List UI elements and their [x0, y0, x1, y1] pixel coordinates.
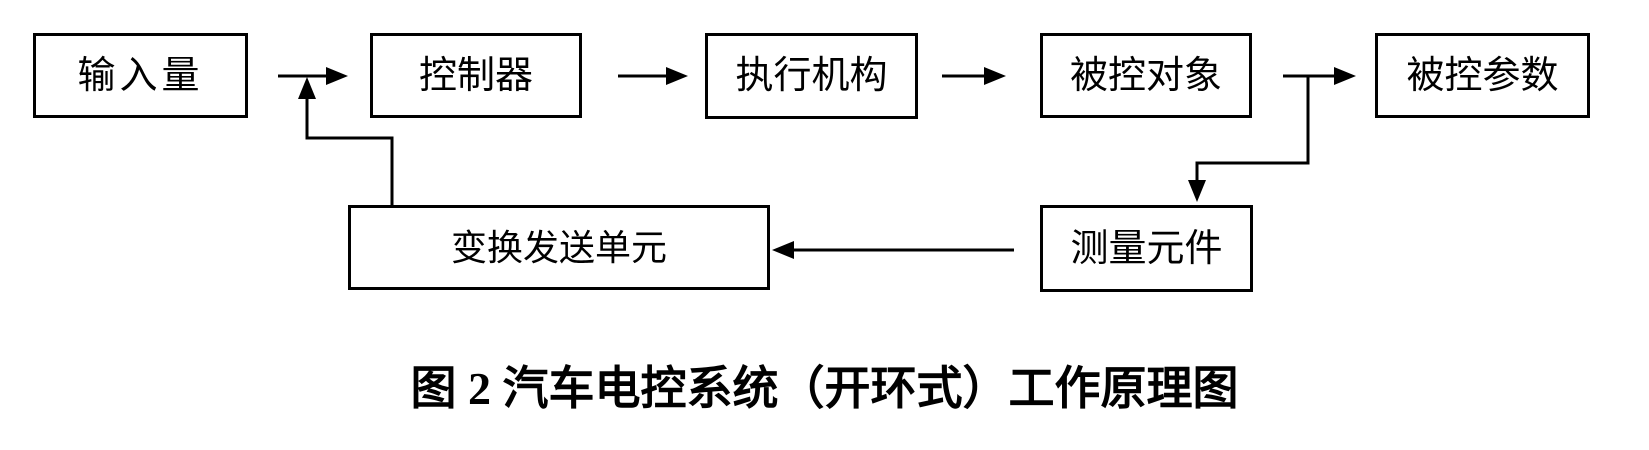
branch-object-to-measure-line	[1195, 77, 1310, 184]
node-actuator: 执行机构	[705, 33, 918, 119]
node-controlled-parameter: 被控参数	[1375, 33, 1590, 118]
node-controlled-object: 被控对象	[1040, 33, 1252, 118]
node-controlled-object-label: 被控对象	[1069, 54, 1222, 97]
node-measuring-element: 测量元件	[1040, 205, 1253, 292]
node-transform-send-unit: 变换发送单元	[348, 205, 770, 290]
node-transform-send-unit-label: 变换发送单元	[450, 227, 667, 268]
node-measuring-element-label: 测量元件	[1070, 227, 1223, 270]
node-actuator-label: 执行机构	[735, 55, 888, 97]
arrowhead-right-icon	[984, 67, 1006, 85]
node-controlled-parameter-label: 被控参数	[1406, 54, 1559, 97]
arrowhead-left-icon	[772, 241, 794, 259]
arrowhead-right-icon	[326, 67, 348, 85]
arrowhead-up-icon	[298, 77, 316, 99]
arrowhead-down-icon	[1188, 180, 1206, 202]
node-input: 输入量	[33, 33, 248, 118]
feedback-transform-to-input-line	[305, 97, 394, 205]
node-controller: 控制器	[370, 33, 582, 118]
arrowhead-right-icon	[1334, 67, 1356, 85]
figure-caption: 图 2 汽车电控系统（开环式）工作原理图	[410, 363, 1239, 414]
node-input-label: 输入量	[77, 54, 204, 97]
node-controller-label: 控制器	[418, 54, 533, 97]
arrowhead-right-icon	[666, 67, 688, 85]
